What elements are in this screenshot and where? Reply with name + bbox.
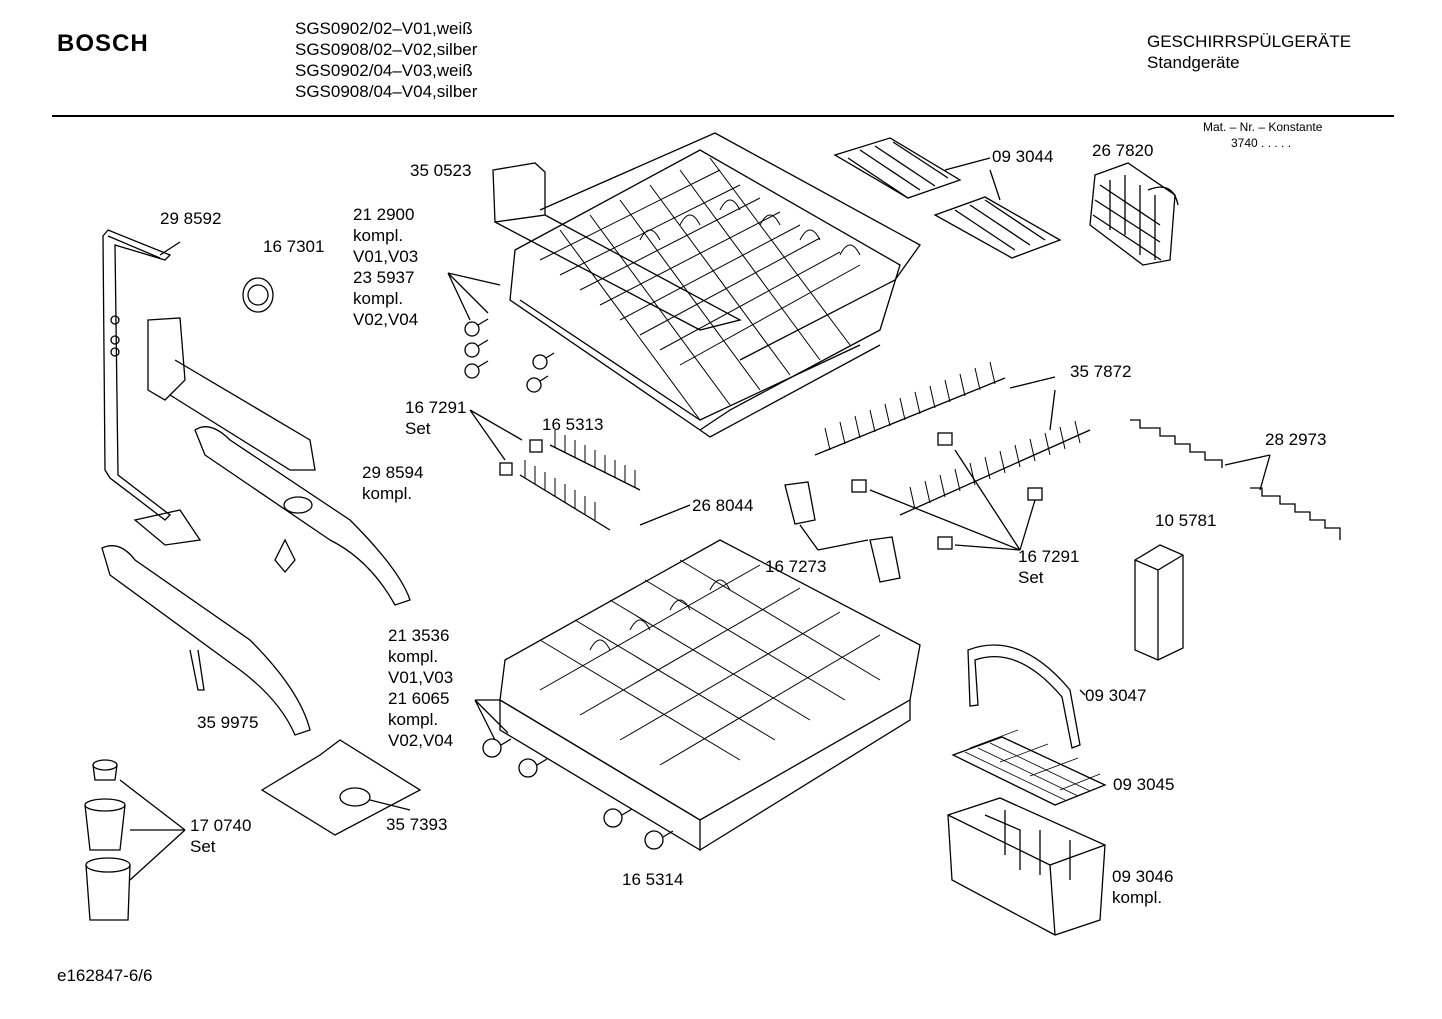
filter-set xyxy=(84,759,186,921)
document-id: e162847-6/6 xyxy=(57,966,153,985)
part-093044-label: 09 3044 xyxy=(992,147,1054,166)
part-298592-label: 29 8592 xyxy=(160,209,222,228)
model-line: SGS0902/04–V03,weiß xyxy=(295,61,473,80)
filter-16-7301 xyxy=(242,277,274,313)
header-divider xyxy=(52,115,1394,117)
cutlery-holder xyxy=(1134,544,1184,661)
basket-grid xyxy=(951,729,1107,806)
upper-wheels xyxy=(447,272,555,393)
part-357872-label: 35 7872 xyxy=(1070,362,1132,381)
part-350523-label: 35 0523 xyxy=(410,161,472,180)
cutlery-basket-small xyxy=(1089,162,1179,266)
lower-basket xyxy=(499,539,921,852)
mat-label: Mat. – Nr. – Konstante xyxy=(1203,120,1323,134)
model-line: SGS0908/02–V02,silber xyxy=(295,40,478,59)
part-093045-label: 09 3045 xyxy=(1113,775,1175,794)
category-block: GESCHIRRSPÜLGERÄTE Standgeräte xyxy=(1147,31,1351,73)
part-268044-label: 26 8044 xyxy=(692,496,754,515)
part-167273-label: 16 7273 xyxy=(765,557,827,576)
tine-rows-right xyxy=(814,361,1091,516)
part-165313-label: 16 5313 xyxy=(542,415,604,434)
cutlery-basket-large xyxy=(947,797,1106,936)
part-165314-label: 16 5314 xyxy=(622,870,684,889)
spray-arm-35-9975 xyxy=(101,545,311,736)
lower-spray-arm xyxy=(194,426,411,606)
stair-clips xyxy=(1130,419,1341,540)
cover-plate xyxy=(260,739,422,836)
clips xyxy=(784,432,1043,583)
part-105781-label: 10 5781 xyxy=(1155,511,1217,530)
part-282973-label: 28 2973 xyxy=(1265,430,1327,449)
model-line: SGS0902/02–V01,weiß xyxy=(295,19,473,38)
model-line: SGS0908/04–V04,silber xyxy=(295,82,478,101)
spray-tube xyxy=(102,229,181,521)
part-357393-label: 35 7393 xyxy=(386,815,448,834)
brand-logo: BOSCH xyxy=(57,30,149,57)
category-title: GESCHIRRSPÜLGERÄTE xyxy=(1147,32,1352,51)
basket-handle xyxy=(967,644,1086,749)
rack-strips xyxy=(833,137,1062,259)
model-list: SGS0902/02–V01,weiß SGS0908/02–V02,silbe… xyxy=(295,18,477,102)
tine-rows-left xyxy=(469,409,691,531)
mat-value: 3740 . . . . . xyxy=(1231,136,1292,150)
part-167301-label: 16 7301 xyxy=(263,237,325,256)
part-359975-label: 35 9975 xyxy=(197,713,259,732)
lower-wheels xyxy=(474,699,674,850)
upper-basket xyxy=(492,132,921,438)
upper-spray-arm xyxy=(133,317,316,546)
part-093047-label: 09 3047 xyxy=(1085,686,1147,705)
part-267820-label: 26 7820 xyxy=(1092,141,1154,160)
category-subtitle: Standgeräte xyxy=(1147,53,1240,72)
